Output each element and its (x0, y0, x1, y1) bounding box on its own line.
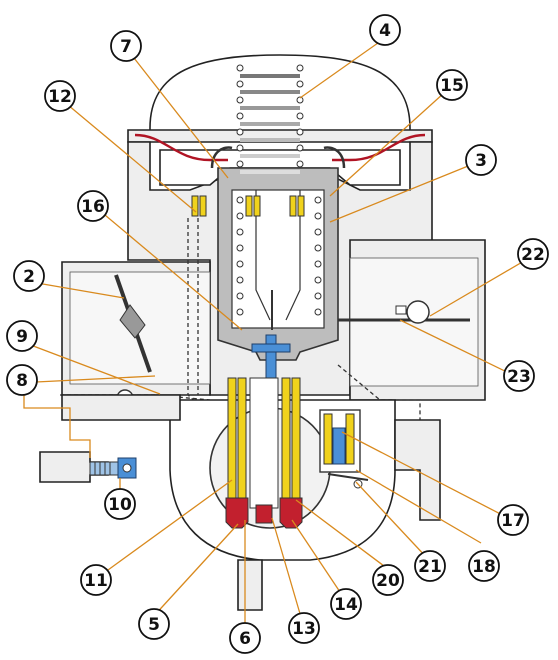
callout-13-number: 13 (292, 619, 316, 639)
diaphragm (134, 133, 426, 162)
main-jet-left (225, 497, 249, 529)
callout-20: 20 (372, 564, 404, 596)
float-arm (327, 473, 369, 481)
callout-3-number: 3 (475, 151, 487, 171)
leader-lines (23, 37, 537, 628)
callout-15: 15 (436, 69, 468, 101)
spring-coil-dots (236, 64, 322, 316)
air-jet-piston-left-a (245, 195, 253, 217)
callout-12-number: 12 (48, 87, 72, 107)
choke-lever (395, 305, 407, 315)
choke-shaft (406, 300, 430, 324)
callout-7: 7 (110, 30, 142, 62)
callout-17-number: 17 (501, 511, 525, 531)
callout-6: 6 (229, 622, 261, 654)
callout-21-number: 21 (418, 557, 442, 577)
callout-20-number: 20 (376, 571, 400, 591)
intake-lower-lip (61, 394, 181, 421)
callout-10-number: 10 (108, 495, 132, 515)
main-jet-right (279, 497, 303, 529)
drain-stem (237, 559, 263, 611)
needle-clip (251, 343, 291, 353)
callout-9: 9 (6, 320, 38, 352)
callout-14: 14 (330, 588, 362, 620)
callout-18: 18 (468, 550, 500, 582)
callout-7-number: 7 (120, 37, 132, 57)
air-jet-piston-right-b (297, 195, 305, 217)
callout-8: 8 (6, 364, 38, 396)
callout-15-number: 15 (440, 76, 464, 96)
callout-5: 5 (138, 608, 170, 640)
piston-rim-right (323, 146, 346, 169)
callout-12: 12 (44, 80, 76, 112)
callout-2-number: 2 (23, 267, 35, 287)
float-needle (332, 427, 346, 465)
piston-rim-left (210, 146, 233, 169)
callout-21: 21 (414, 550, 446, 582)
callout-8-number: 8 (16, 371, 28, 391)
callout-11-number: 11 (84, 571, 108, 591)
callout-23: 23 (503, 360, 535, 392)
piston-spring (240, 74, 300, 174)
callout-17: 17 (497, 504, 529, 536)
air-jet-left-b (199, 195, 207, 217)
callout-23-number: 23 (507, 367, 531, 387)
callout-3: 3 (465, 144, 497, 176)
callout-4-number: 4 (379, 21, 391, 41)
pilot-jet-red (255, 504, 273, 524)
float-valve-yellow-b (345, 413, 355, 465)
callout-6-number: 6 (239, 629, 251, 649)
air-jet-left-a (191, 195, 199, 217)
float-valve-yellow-a (323, 413, 333, 465)
callout-5-number: 5 (148, 615, 160, 635)
callout-2: 2 (13, 260, 45, 292)
callout-16: 16 (77, 190, 109, 222)
callout-14-number: 14 (334, 595, 358, 615)
callout-11: 11 (80, 564, 112, 596)
piston-guide (255, 190, 301, 321)
callout-22: 22 (517, 238, 549, 270)
throttle-shaft (119, 304, 146, 339)
callout-16-number: 16 (81, 197, 105, 217)
pilot-screw-assembly (39, 451, 137, 483)
air-jet-piston-right-a (289, 195, 297, 217)
callout-13: 13 (288, 612, 320, 644)
callout-22-number: 22 (521, 245, 545, 265)
callout-10: 10 (104, 488, 136, 520)
callout-18-number: 18 (472, 557, 496, 577)
emulsion-tube-jets (227, 377, 301, 509)
air-jet-piston-left-b (253, 195, 261, 217)
callout-9-number: 9 (16, 327, 28, 347)
callout-4: 4 (369, 14, 401, 46)
fuel-inlet (394, 419, 441, 521)
